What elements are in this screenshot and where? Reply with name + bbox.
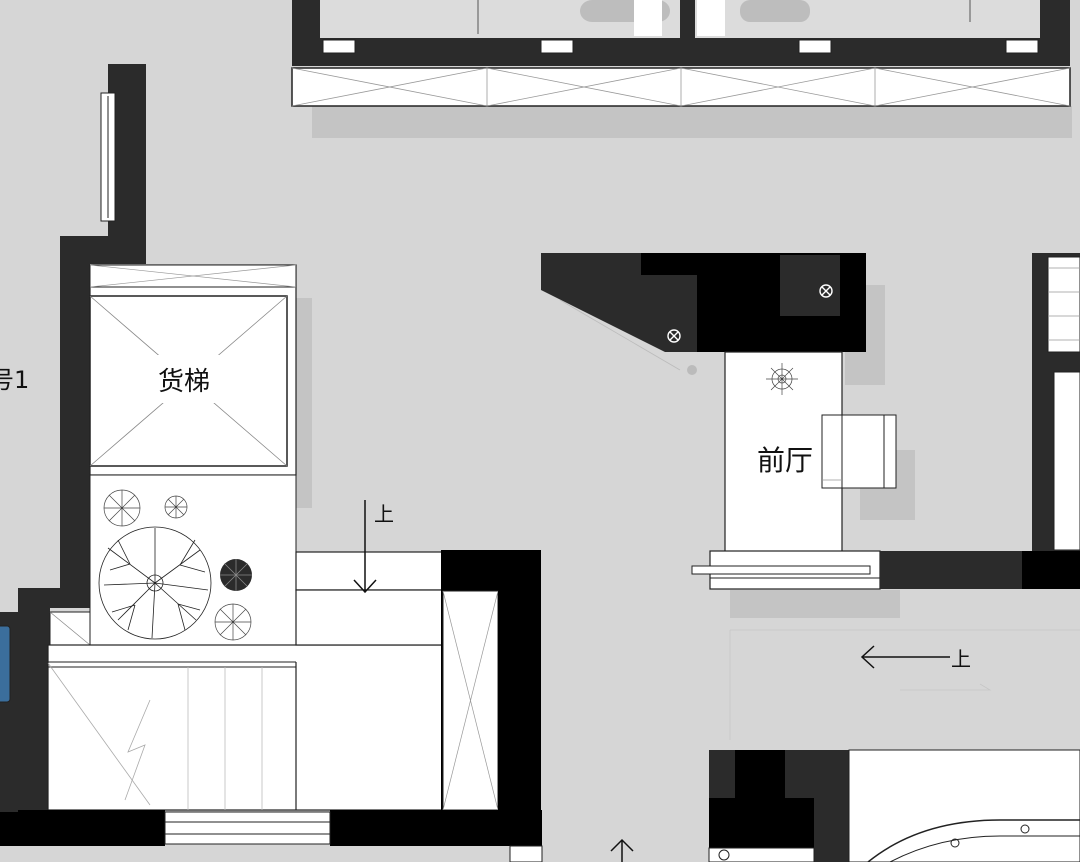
freight-elevator-label: 货梯 <box>158 367 210 397</box>
front-hall <box>724 351 897 553</box>
bottom-right-block <box>708 749 1080 862</box>
shrub-icon <box>103 489 252 641</box>
lower-stair-area <box>47 551 444 811</box>
front-hall-label: 前厅 <box>757 444 813 477</box>
right-wall-block <box>441 550 541 811</box>
downlight-icon <box>667 284 833 343</box>
up-arrow-icon <box>353 500 377 594</box>
partial-room-label: 号1 <box>0 366 29 394</box>
up-arrow-icon <box>610 838 634 862</box>
stair-up-label-horizontal: 上 <box>951 647 971 671</box>
ceiling-light-icon <box>766 363 798 395</box>
shrub-icon <box>220 559 252 591</box>
reception-counter <box>541 253 866 375</box>
sliding-door <box>691 550 1080 590</box>
background-shadows <box>296 106 1072 618</box>
window-sill-marks <box>322 39 1039 54</box>
panel-device <box>0 612 18 812</box>
tree-icon <box>98 526 212 640</box>
right-edge-wall <box>1032 253 1080 551</box>
freight-elevator <box>89 264 297 476</box>
ghost-lines <box>729 629 1080 740</box>
top-block <box>291 0 1071 107</box>
stair-up-label-vertical: 上 <box>374 502 394 526</box>
up-arrow-icon <box>860 645 950 669</box>
